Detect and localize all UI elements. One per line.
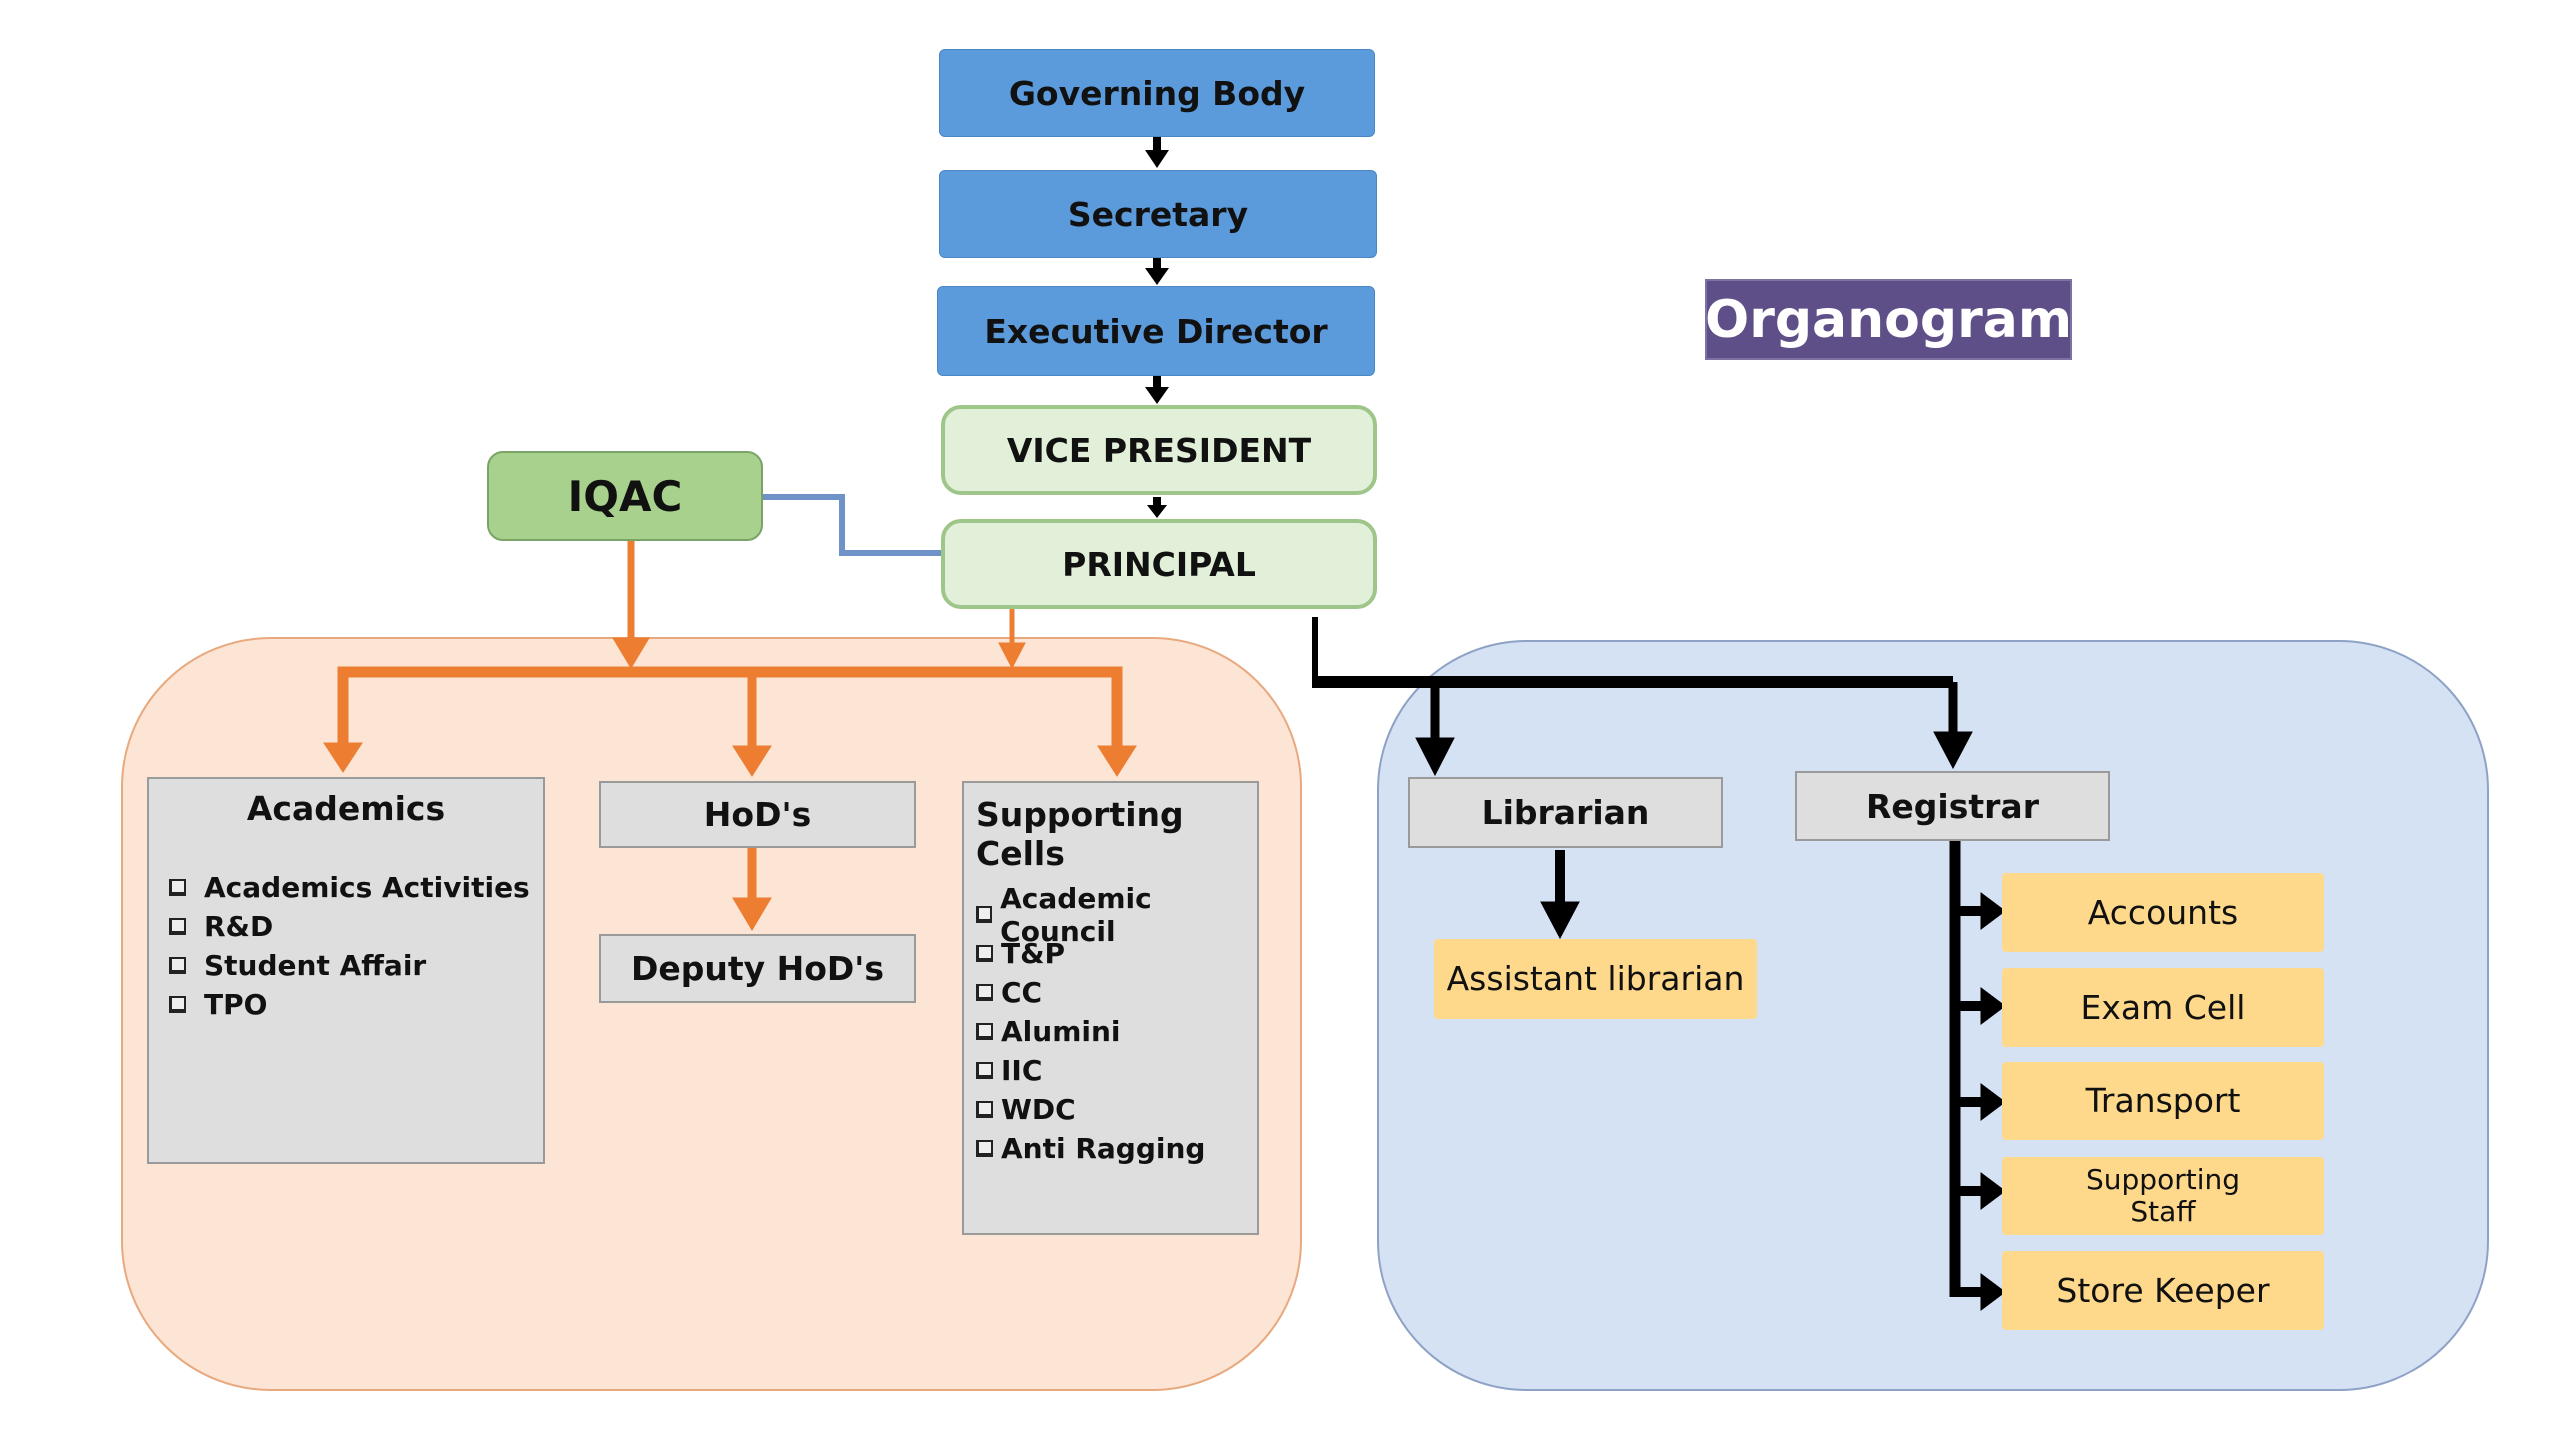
supporting-cells-title: Supporting Cells [976, 795, 1184, 873]
list-item: WDC [976, 1090, 1257, 1129]
list-item: T&P [976, 934, 1257, 973]
vice-president-box: VICE PRESIDENT [941, 405, 1377, 495]
hods-box: HoD's [599, 781, 916, 848]
checkbox-icon [976, 906, 993, 923]
checkbox-icon [976, 945, 993, 962]
supporting-staff-box: Supporting Staff [2002, 1157, 2324, 1235]
list-item: CC [976, 973, 1257, 1012]
transport-box: Transport [2002, 1062, 2324, 1140]
governing-body-box: Governing Body [939, 49, 1375, 137]
checkbox-icon [976, 1101, 993, 1118]
list-item: TPO [169, 985, 543, 1024]
black-connectors [1312, 617, 2006, 1311]
arrow-secretary-to-executive [1145, 258, 1169, 285]
checkbox-icon [976, 1140, 993, 1157]
iqac-principal-link [763, 494, 941, 556]
academics-title: Academics [246, 789, 446, 828]
supporting-cells-box: Supporting Cells Academic Council T&P CC… [962, 781, 1259, 1235]
list-item: Student Affair [169, 946, 543, 985]
checkbox-icon [169, 996, 186, 1013]
organogram-title: Organogram [1705, 279, 2072, 360]
iqac-box: IQAC [487, 451, 763, 541]
checkbox-icon [169, 879, 186, 896]
executive-director-box: Executive Director [937, 286, 1375, 376]
arrow-executive-to-vp [1145, 376, 1169, 404]
list-item: Academic Council [976, 882, 1257, 948]
librarian-box: Librarian [1408, 777, 1723, 848]
checkbox-icon [169, 918, 186, 935]
academics-list: Academics Activities R&D Student Affair … [149, 868, 543, 1024]
list-item: Alumini [976, 1012, 1257, 1051]
list-item: R&D [169, 907, 543, 946]
supporting-cells-list: Academic Council T&P CC Alumini IIC WDC … [964, 882, 1257, 1168]
list-item: IIC [976, 1051, 1257, 1090]
registrar-box: Registrar [1795, 771, 2110, 841]
list-item: Anti Ragging [976, 1129, 1257, 1168]
checkbox-icon [976, 1062, 993, 1079]
secretary-box: Secretary [939, 170, 1377, 258]
checkbox-icon [976, 984, 993, 1001]
assistant-librarian-box: Assistant librarian [1434, 939, 1757, 1019]
list-item: Academics Activities [169, 868, 543, 907]
deputy-hods-box: Deputy HoD's [599, 934, 916, 1003]
principal-box: PRINCIPAL [941, 519, 1377, 609]
academics-box: Academics Academics Activities R&D Stude… [147, 777, 545, 1164]
checkbox-icon [169, 957, 186, 974]
exam-cell-box: Exam Cell [2002, 968, 2324, 1047]
checkbox-icon [976, 1023, 993, 1040]
orange-connectors [323, 541, 1137, 931]
arrow-governing-to-secretary [1145, 137, 1169, 168]
arrow-vp-to-principal [1147, 497, 1167, 518]
accounts-box: Accounts [2002, 873, 2324, 952]
store-keeper-box: Store Keeper [2002, 1251, 2324, 1330]
